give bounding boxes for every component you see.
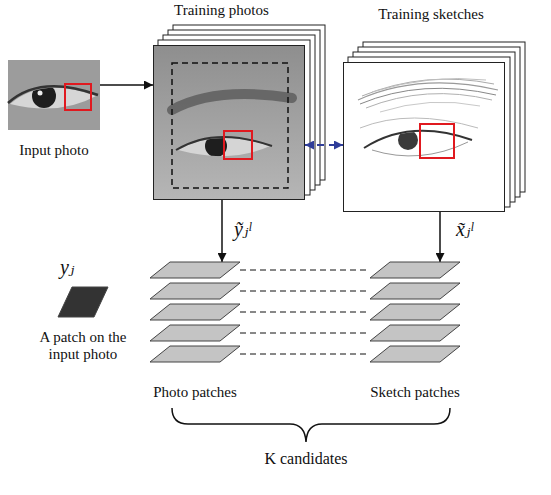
patch-parallelogram	[150, 304, 240, 320]
patch-stack: x̃ⱼˡSketch patches	[370, 262, 460, 362]
patch-caption: A patch on the input photo	[31, 329, 135, 362]
shape-outline	[370, 262, 460, 362]
pencil-stroke	[362, 79, 494, 96]
arrow-connector	[439, 212, 441, 262]
shape-outline	[150, 262, 240, 362]
patch-stack: ỹⱼˡPhoto patches	[150, 262, 240, 362]
image-stack: Training photos	[153, 45, 305, 200]
image-stack: Training sketches	[343, 62, 505, 212]
math-symbol: x̃ⱼˡ	[456, 218, 496, 240]
patch-parallelogram	[370, 283, 460, 299]
patch-parallelogram	[58, 287, 108, 317]
patch-parallelogram	[370, 325, 460, 341]
correspondence-arrow	[305, 144, 343, 146]
sketch-ground	[343, 62, 505, 212]
arrow-connector	[221, 200, 223, 262]
pencil-stroke	[366, 94, 492, 108]
pencil-stroke	[372, 79, 486, 93]
eye-highlight	[38, 91, 43, 96]
stack-heading: Training sketches	[356, 6, 506, 23]
red-patch-box	[224, 131, 252, 159]
arrow-connector	[100, 84, 153, 86]
stack-caption: Photo patches	[130, 384, 260, 401]
eyebrow	[172, 94, 292, 110]
shape-outline	[58, 287, 108, 317]
eye-lid	[8, 86, 98, 103]
red-patch-box	[65, 84, 91, 110]
patch-parallelogram	[370, 346, 460, 362]
annotation-label: K candidates	[236, 450, 376, 468]
photo-ground	[8, 60, 100, 130]
patch-parallelogram	[150, 346, 240, 362]
pencil-stroke	[380, 102, 480, 112]
patch-parallelogram	[370, 262, 460, 278]
patch-parallelogram	[150, 283, 240, 299]
patch-parallelogram	[150, 262, 240, 278]
search-window	[172, 63, 288, 188]
eye-lid	[364, 131, 472, 148]
patch-parallelogram	[370, 304, 460, 320]
image-panel: Input photo	[8, 60, 100, 130]
red-patch-box	[420, 124, 454, 158]
patch-parallelogram	[150, 325, 240, 341]
stack-caption: Sketch patches	[350, 384, 480, 401]
patch-shape: yⱼA patch on the input photo	[58, 287, 108, 317]
stack-heading: Training photos	[174, 2, 314, 19]
photo-ground	[153, 45, 305, 200]
math-symbol: yⱼ	[60, 256, 100, 278]
math-symbol: ỹⱼˡ	[234, 218, 274, 240]
pairing-lines	[240, 270, 370, 354]
curly-brace	[172, 408, 450, 442]
image-caption: Input photo	[0, 142, 108, 159]
